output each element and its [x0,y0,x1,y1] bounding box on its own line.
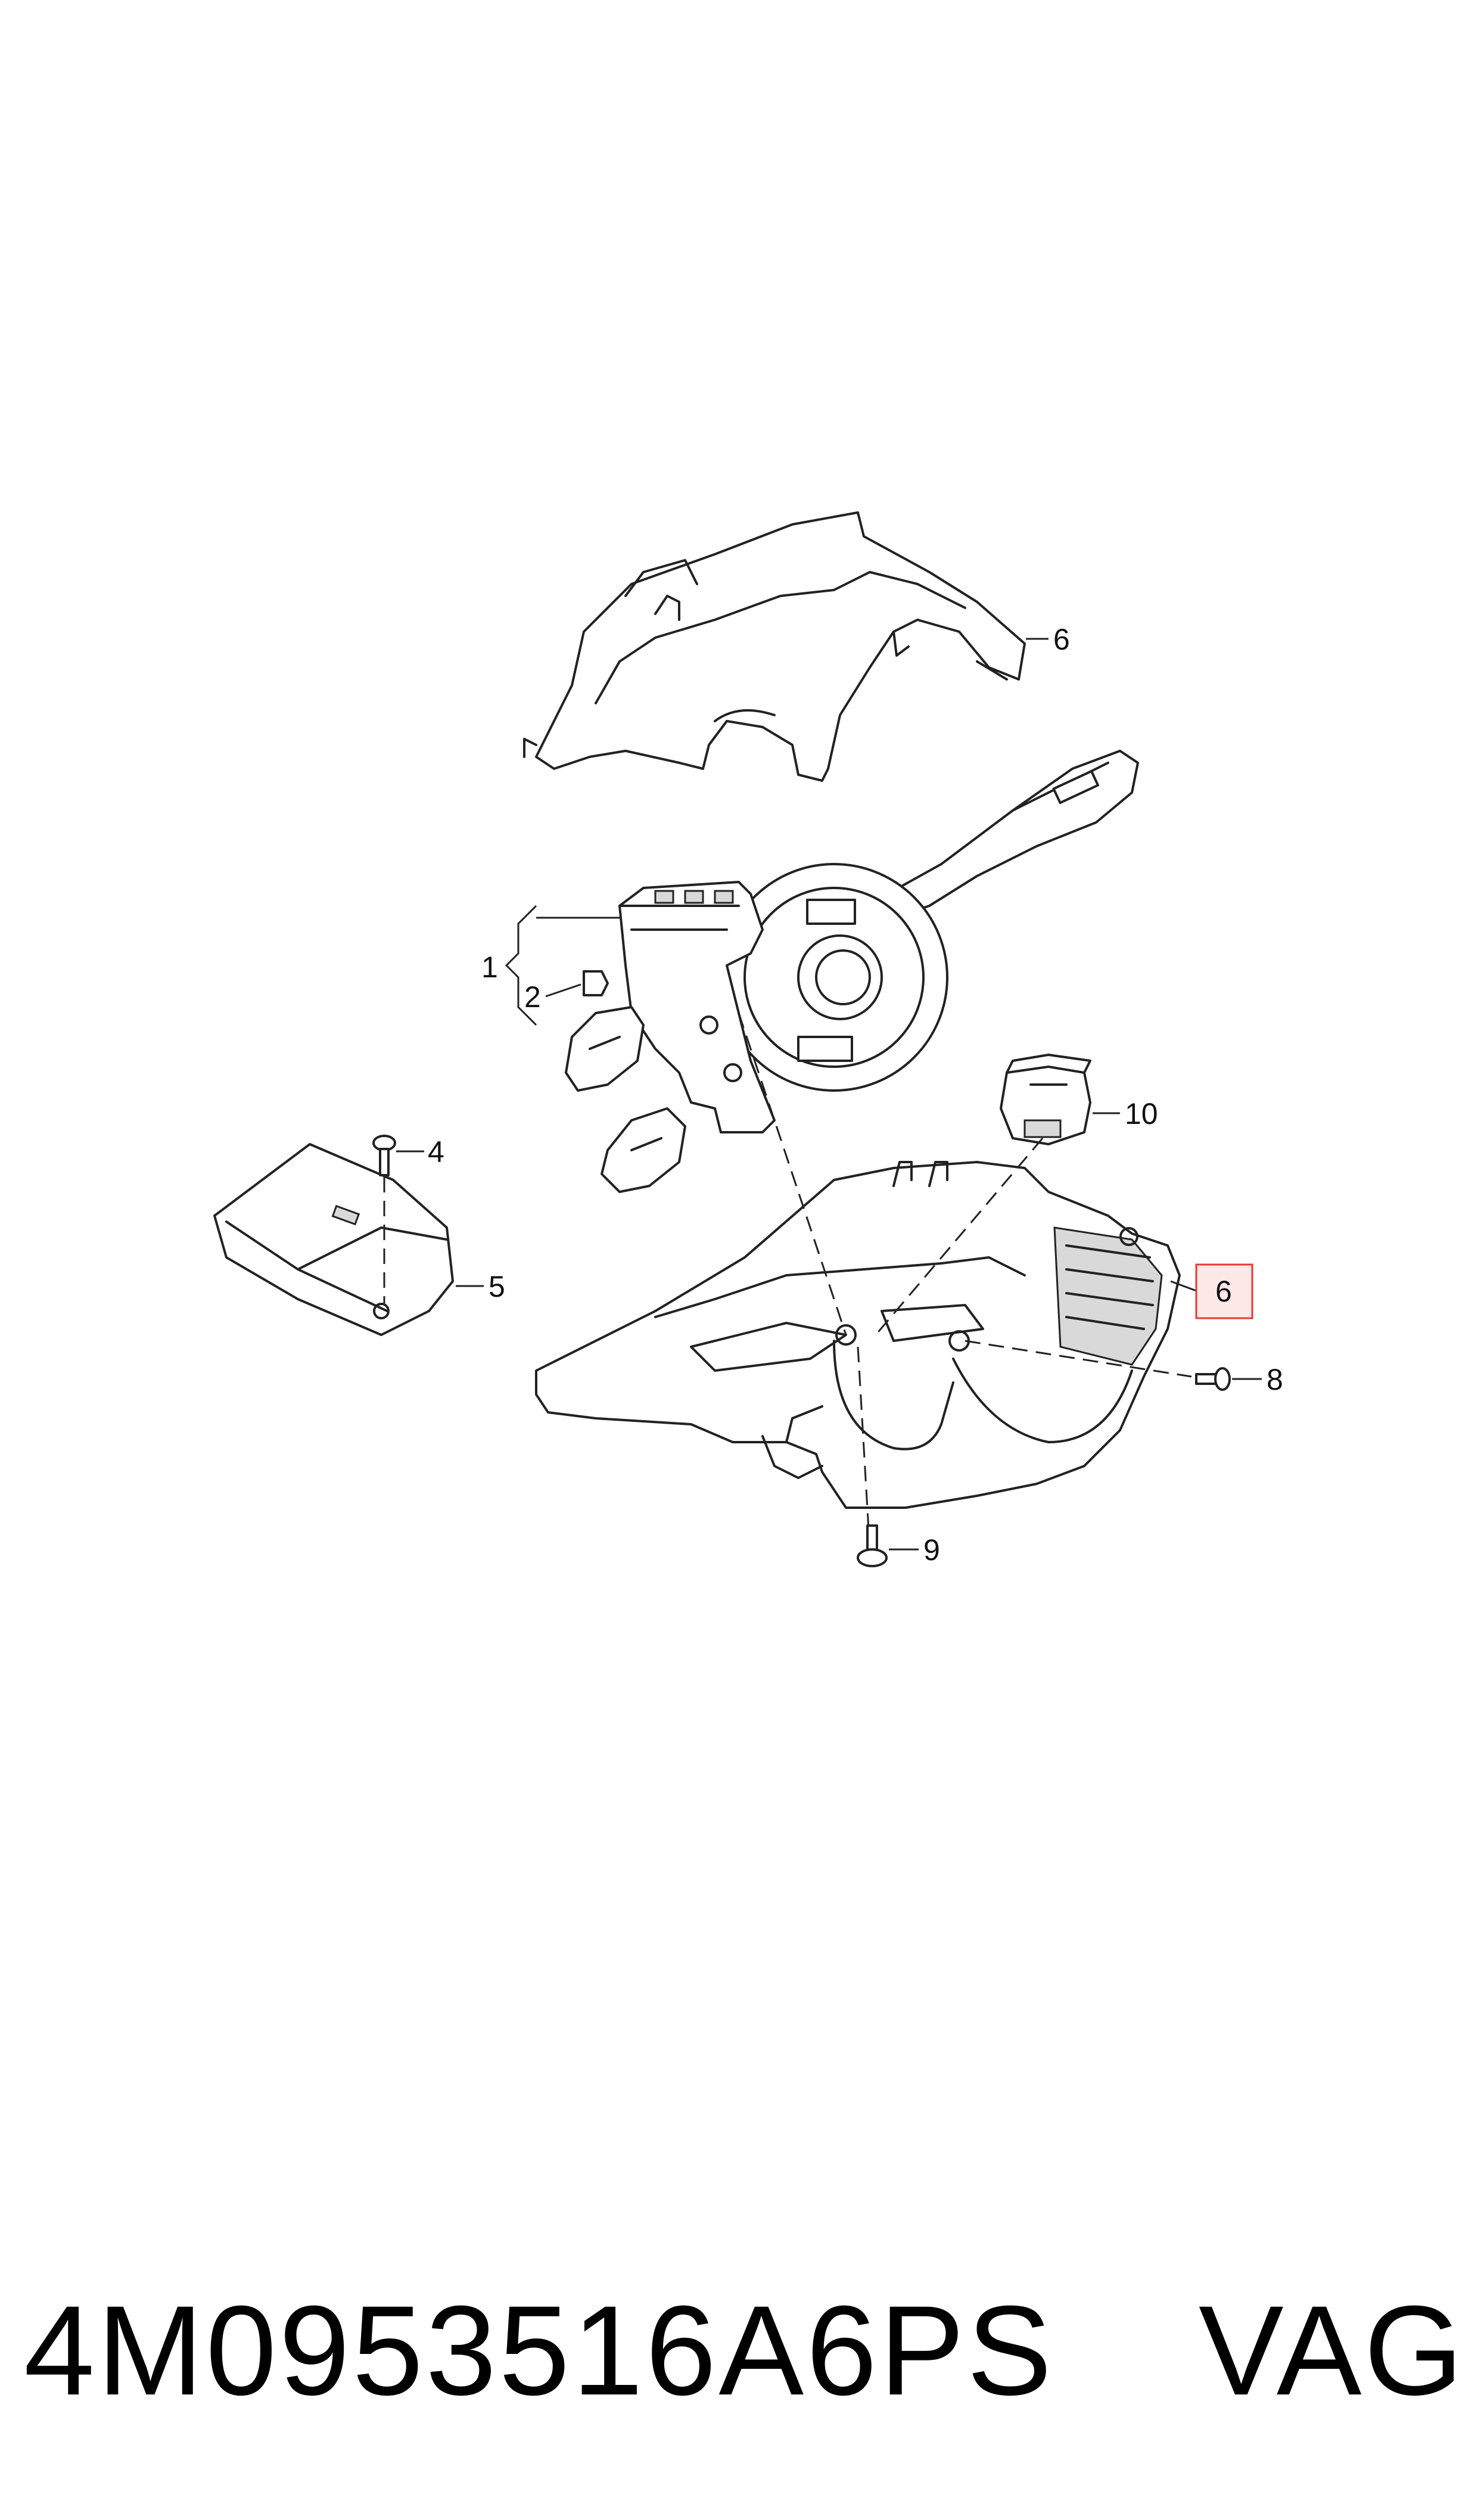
screw-9 [857,1524,888,1567]
leader-line-6 [1170,1280,1197,1292]
callout-1: 1 [481,951,498,984]
callout-7: 6 [1053,623,1070,656]
screw-8 [1195,1367,1231,1391]
screw-4 [372,1135,396,1176]
callout-4: 4 [428,1135,444,1169]
assembly-line-10 [875,1138,1044,1335]
assembly-line-9 [857,1346,871,1550]
assembly-line-8 [965,1340,1192,1378]
callout-5: 5 [489,1270,505,1303]
upper-column-cover [523,511,1026,782]
callout-6-highlight [1195,1263,1253,1319]
footer: 4M0953516A6PS VAG [24,2282,1466,2419]
switch-module-10 [1000,1054,1091,1145]
rib-lines [1065,1244,1154,1330]
brand-label: VAG [1198,2279,1466,2422]
part-number: 4M0953516A6PS [24,2279,1054,2422]
callout-9: 9 [923,1533,940,1567]
leader-line-2 [545,983,581,998]
callout-6: 6 [1215,1275,1232,1308]
lower-column-cover [535,1161,1181,1509]
callout-2: 2 [524,980,541,1014]
control-unit-5 [213,1143,454,1336]
callout-1-bracket [505,905,537,1026]
callout-10: 10 [1125,1097,1158,1130]
assembly-line-1 [738,1012,847,1335]
combination-switch-assembly [565,750,1139,1193]
callout-8: 8 [1267,1363,1283,1396]
